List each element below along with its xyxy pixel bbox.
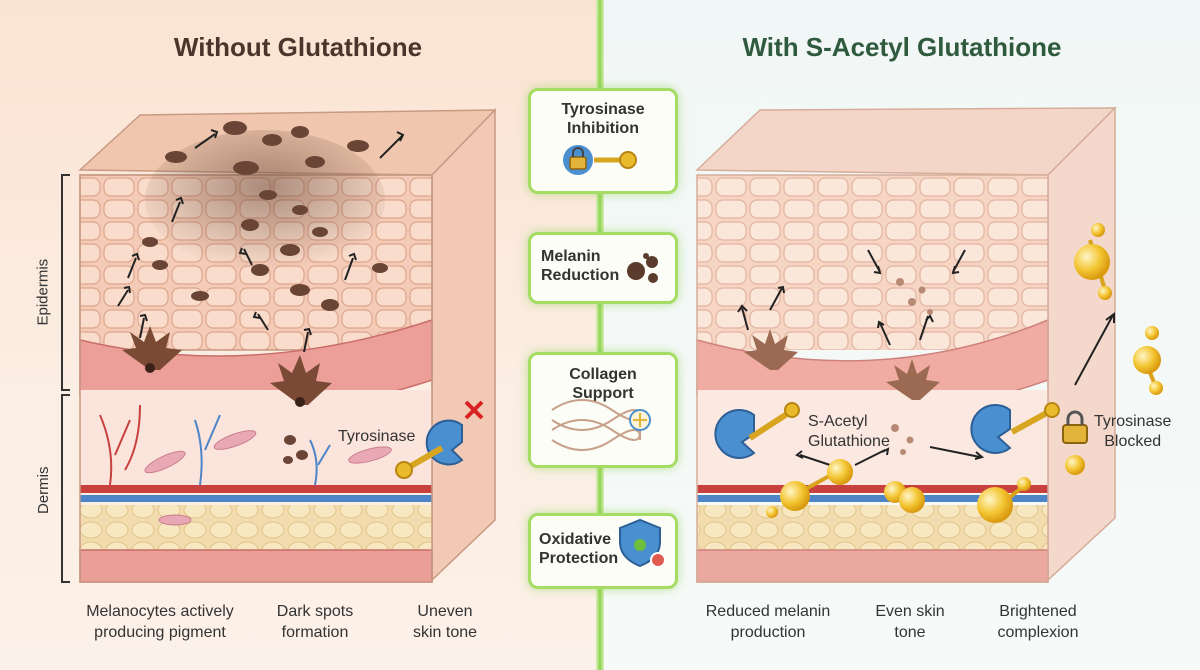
caption-line2: production [730,624,806,641]
glutathione-label: S-Acetyl Glutathione [808,412,890,452]
left-arrows [117,129,405,353]
right-enzyme-icon-2 [970,402,1060,454]
benefit-card-collagen: Collagen Support [528,352,678,468]
caption-line1: Brightened [999,603,1077,620]
caption-line1: Uneven [417,603,473,620]
right-caption-3: Brightened complexion [968,601,1108,643]
layer-bracket [61,174,70,583]
left-panel-title: Without Glutathione [173,32,423,62]
caption-line1: Melanocytes actively [86,603,234,620]
caption-line2: formation [281,624,349,641]
tyrosinase-enzyme-icon [395,400,484,479]
left-melanocytes [122,326,332,407]
benefit-title: Collagen Support [531,365,675,403]
tyrosinase-blocked-line1: Tyrosinase [1094,413,1172,430]
glutathione-label-line1: S-Acetyl [808,413,868,430]
benefit-line1: Tyrosinase [561,101,645,118]
tyrosinase-blocked-line2: Blocked [1104,433,1162,450]
caption-line1: Reduced melanin [705,603,831,620]
left-caption-3: Uneven skin tone [385,601,505,643]
benefit-line2: Inhibition [567,120,639,137]
benefit-card-melanin: Melanin Reduction [528,232,678,304]
benefit-line2: Support [572,385,634,402]
tyrosinase-label: Tyrosinase [338,428,416,445]
benefit-title: Melanin Reduction [531,247,675,285]
glutathione-label-line2: Glutathione [808,433,890,450]
right-enzyme-icon-1 [714,402,800,459]
epidermis-label: Epidermis [34,258,52,326]
dermis-label: Dermis [35,466,52,515]
benefit-line1: Oxidative [539,531,612,548]
right-melanocytes [744,329,940,400]
left-caption-1: Melanocytes actively producing pigment [70,601,250,643]
glutathione-spheres [766,223,1163,523]
benefit-title: Tyrosinase Inhibition [531,100,675,138]
caption-line2: tone [894,624,926,641]
right-caption-2: Even skin tone [850,601,970,643]
benefit-line1: Melanin [541,248,601,265]
caption-line2: producing pigment [94,624,226,641]
benefit-line2: Reduction [541,267,620,284]
center-divider [596,0,604,670]
caption-line2: skin tone [412,624,478,641]
left-blood-vessels [99,404,331,486]
caption-line1: Dark spots [276,603,354,620]
right-panel-title: With S-Acetyl Glutathione [742,32,1062,62]
right-melanin-granules [891,278,933,455]
benefit-title: Oxidative Protection [531,530,675,568]
left-fibroblasts [144,430,392,526]
benefit-line2: Protection [539,550,619,567]
benefit-card-oxidative: Oxidative Protection [528,513,678,589]
benefit-card-tyrosinase: Tyrosinase Inhibition [528,88,678,194]
padlock-icon [1062,410,1088,444]
right-arrows [737,249,1115,466]
tyrosinase-blocked-label: Tyrosinase Blocked [1094,412,1171,452]
left-caption-2: Dark spots formation [255,601,375,643]
caption-line1: Even skin [875,603,945,620]
right-caption-1: Reduced melanin production [688,601,848,643]
left-melanin-granules [142,121,388,464]
benefit-line1: Collagen [569,366,637,383]
caption-line2: complexion [997,624,1079,641]
